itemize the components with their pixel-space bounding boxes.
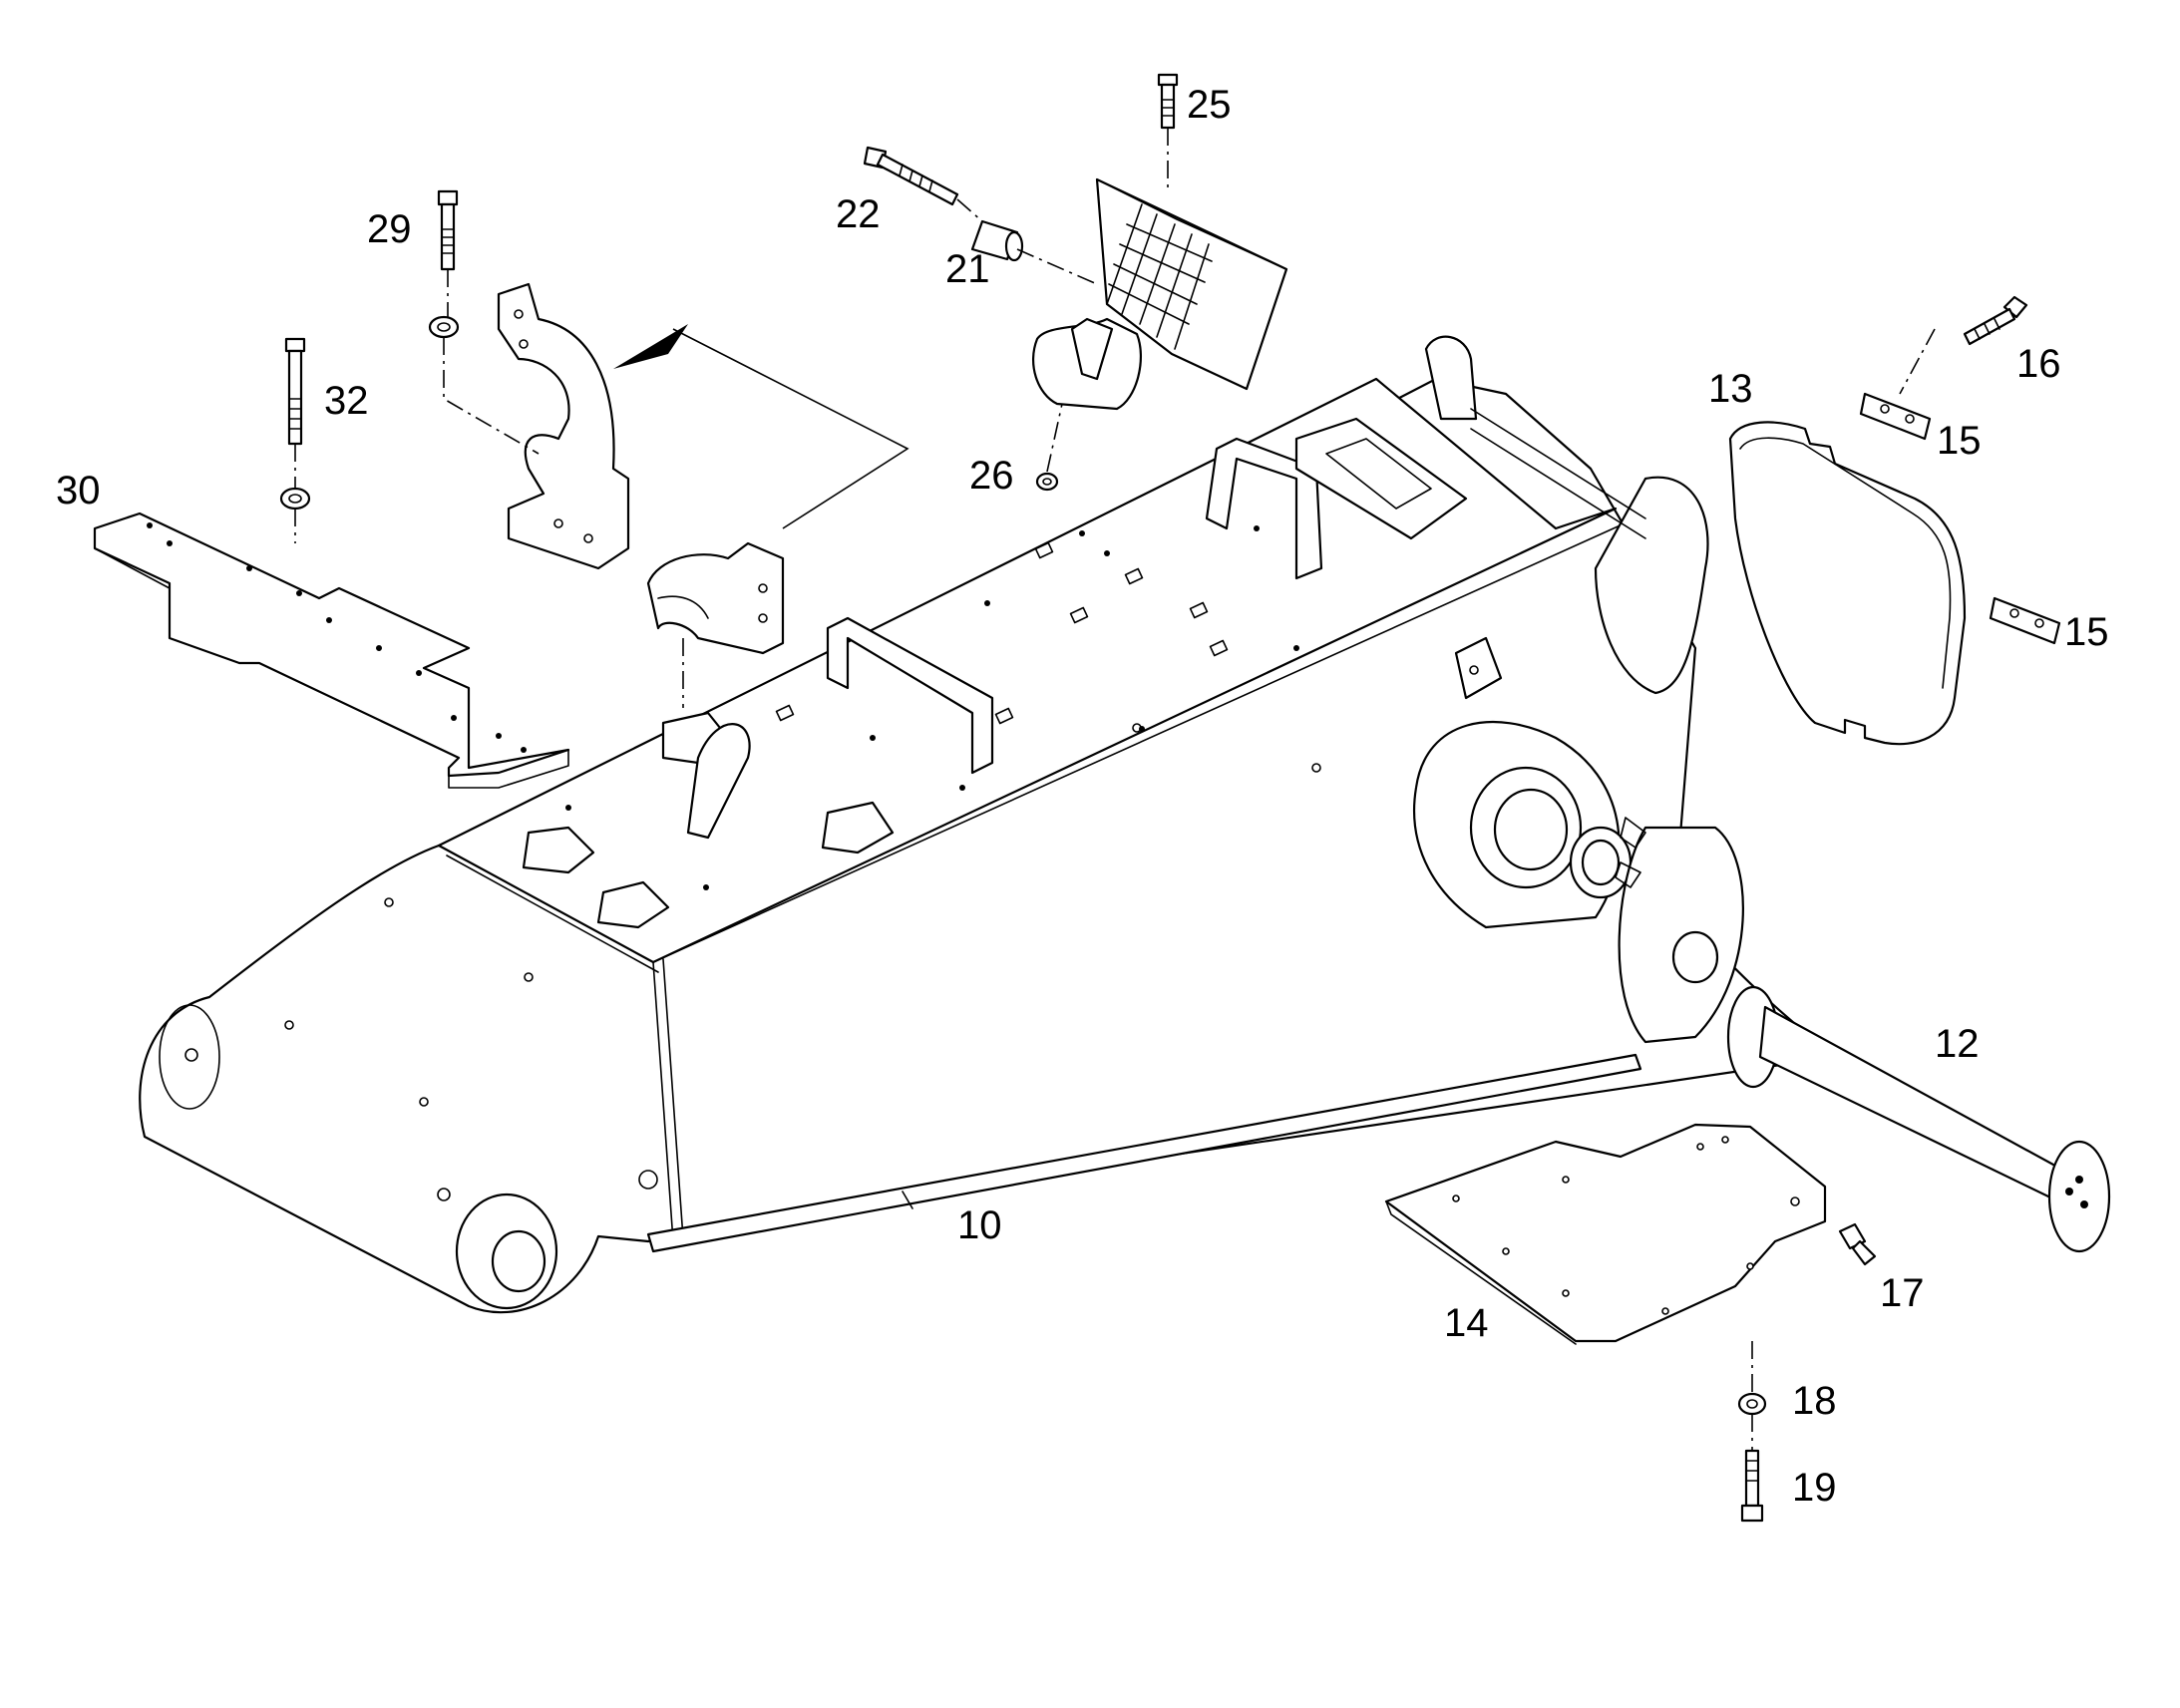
- callout-15-lower: 15: [2064, 610, 2109, 654]
- deck-bracket-mid: [821, 801, 895, 854]
- shim-part-15-lower: [1989, 596, 2061, 645]
- callout-18: 18: [1792, 1379, 1837, 1423]
- washer-part-18: [1737, 1392, 1767, 1416]
- callout-21: 21: [945, 247, 990, 291]
- callout-22: 22: [836, 192, 881, 236]
- bracket-plate-part-30: [93, 512, 570, 789]
- bolt-part-17: [1838, 1222, 1877, 1266]
- bolt-part-29: [437, 189, 459, 271]
- bolt-part-25: [1157, 73, 1179, 130]
- callout-25: 25: [1187, 83, 1232, 127]
- deck-hoop-middle: [826, 616, 994, 775]
- lower-bracket: [646, 541, 785, 655]
- guard-plate-part-14: [1384, 1123, 1827, 1345]
- nut-part-26: [1035, 472, 1059, 492]
- callout-14: 14: [1444, 1301, 1489, 1345]
- callout-26: 26: [969, 454, 1014, 498]
- callout-12: 12: [1935, 1022, 1980, 1066]
- callout-29: 29: [367, 207, 412, 251]
- bolt-part-22: [863, 146, 959, 206]
- callout-32: 32: [324, 379, 369, 423]
- callout-13: 13: [1708, 367, 1753, 411]
- callout-30: 30: [56, 469, 101, 512]
- deck-bracket-front-left: [522, 826, 595, 874]
- spacer-part-21: [970, 219, 1024, 262]
- main-frame-part-10: [139, 335, 1837, 1314]
- light-grille-cells: [1106, 203, 1213, 350]
- washer-part-29: [428, 315, 460, 339]
- bolt-part-32: [284, 337, 306, 446]
- rear-post-left: [1424, 335, 1478, 421]
- callout-10: 10: [957, 1203, 1002, 1247]
- leader-lines: [294, 128, 1936, 1451]
- light-grille-part: [1095, 177, 1288, 391]
- deck-ear: [686, 723, 751, 840]
- cover-plate-part-13: [1728, 421, 1967, 746]
- callout-16: 16: [2016, 342, 2061, 386]
- bolt-part-19: [1740, 1449, 1764, 1523]
- lower-rear-lug: [1618, 826, 1744, 1044]
- bolt-part-16: [1963, 295, 2028, 346]
- shim-part-15-upper: [1859, 392, 1932, 441]
- deck-bracket-front-mid: [596, 880, 670, 929]
- washer-part-32: [279, 487, 311, 511]
- frame-lower-strip: [646, 1053, 1642, 1253]
- callout-17: 17: [1880, 1271, 1925, 1315]
- callout-19: 19: [1792, 1466, 1837, 1510]
- side-tab: [1454, 636, 1503, 700]
- deck-hoop-rear: [1205, 437, 1323, 580]
- callout-15-upper: 15: [1937, 419, 1982, 463]
- lamp-housing: [1032, 317, 1142, 411]
- callout-labels: 10 12 13 14 15 15 16 17 18 19 21 22 25 2…: [56, 83, 2109, 1510]
- position-arrow: [613, 324, 909, 529]
- pin-part-12: [1726, 985, 2111, 1253]
- upper-bracket: [497, 282, 630, 570]
- rear-post-right: [1594, 476, 1709, 695]
